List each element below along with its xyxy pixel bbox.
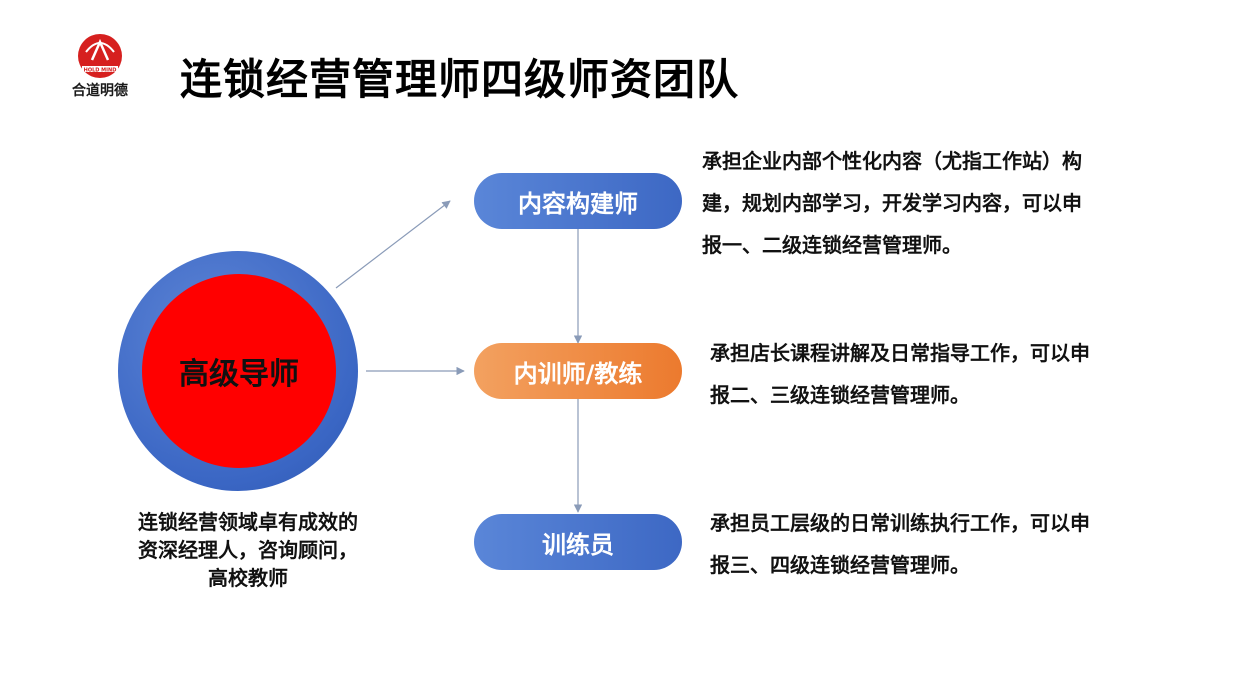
caption-line: 连锁经营领域卓有成效的	[138, 510, 358, 534]
description-line: 建，规划内部学习，开发学习内容，可以申	[702, 191, 1082, 215]
role-internal-trainer-description: 承担店长课程讲解及日常指导工作，可以申 报二、三级连锁经营管理师。	[710, 332, 1090, 416]
role-internal-trainer: 内训师/教练	[474, 343, 682, 399]
senior-mentor-caption: 连锁经营领域卓有成效的 资深经理人，咨询顾问， 高校教师	[100, 508, 396, 592]
caption-line: 资深经理人，咨询顾问，	[138, 538, 358, 562]
description-line: 承担员工层级的日常训练执行工作，可以申	[710, 511, 1090, 535]
description-line: 报一、二级连锁经营管理师。	[702, 233, 962, 257]
role-training-staff-description: 承担员工层级的日常训练执行工作，可以申 报三、四级连锁经营管理师。	[710, 502, 1090, 586]
description-line: 报三、四级连锁经营管理师。	[710, 553, 970, 577]
description-line: 报二、三级连锁经营管理师。	[710, 383, 970, 407]
senior-mentor-node: 高级导师	[142, 274, 336, 468]
description-line: 承担店长课程讲解及日常指导工作，可以申	[710, 341, 1090, 365]
caption-line: 高校教师	[208, 566, 288, 590]
description-line: 承担企业内部个性化内容（尤指工作站）构	[702, 149, 1082, 173]
brand-logo: HOLD MIND	[78, 34, 122, 78]
logo-badge-text: HOLD MIND	[84, 68, 117, 74]
senior-mentor-label: 高级导师	[179, 357, 299, 392]
logo-text: 合道明德	[72, 83, 128, 99]
role-content-builder-description: 承担企业内部个性化内容（尤指工作站）构 建，规划内部学习，开发学习内容，可以申 …	[702, 140, 1082, 266]
role-content-builder: 内容构建师	[474, 173, 682, 229]
page-title: 连锁经营管理师四级师资团队	[180, 55, 740, 104]
arrow-center-to-content-builder	[335, 200, 451, 289]
role-training-staff: 训练员	[474, 514, 682, 570]
